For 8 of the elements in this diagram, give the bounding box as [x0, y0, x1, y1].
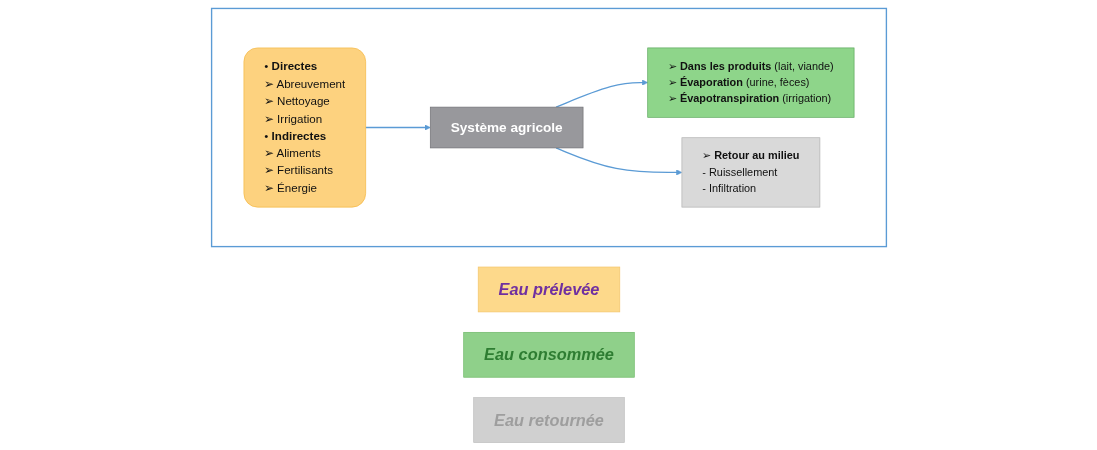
node-box: ➢ Retour au milieu - Ruissellement - Infiltration	[681, 136, 820, 207]
node-box: • Directes ➢ Abreuvement ➢ Nettoyage ➢ Irrigation • Indirectes ➢ Aliments ➢ Fertilisants ➢ Énergie	[243, 47, 366, 207]
arrow	[364, 124, 431, 130]
node-box: Eau prélevée	[477, 266, 620, 312]
cluster	[210, 7, 887, 247]
node-box: Système agricole	[429, 106, 583, 148]
node-box: Eau consommée	[462, 331, 635, 378]
node-box: ➢ Dans les produits (lait, viande) ➢ Évaporation (urine, fèces) ➢ Évapotranspiration (irrigation)	[646, 47, 854, 118]
